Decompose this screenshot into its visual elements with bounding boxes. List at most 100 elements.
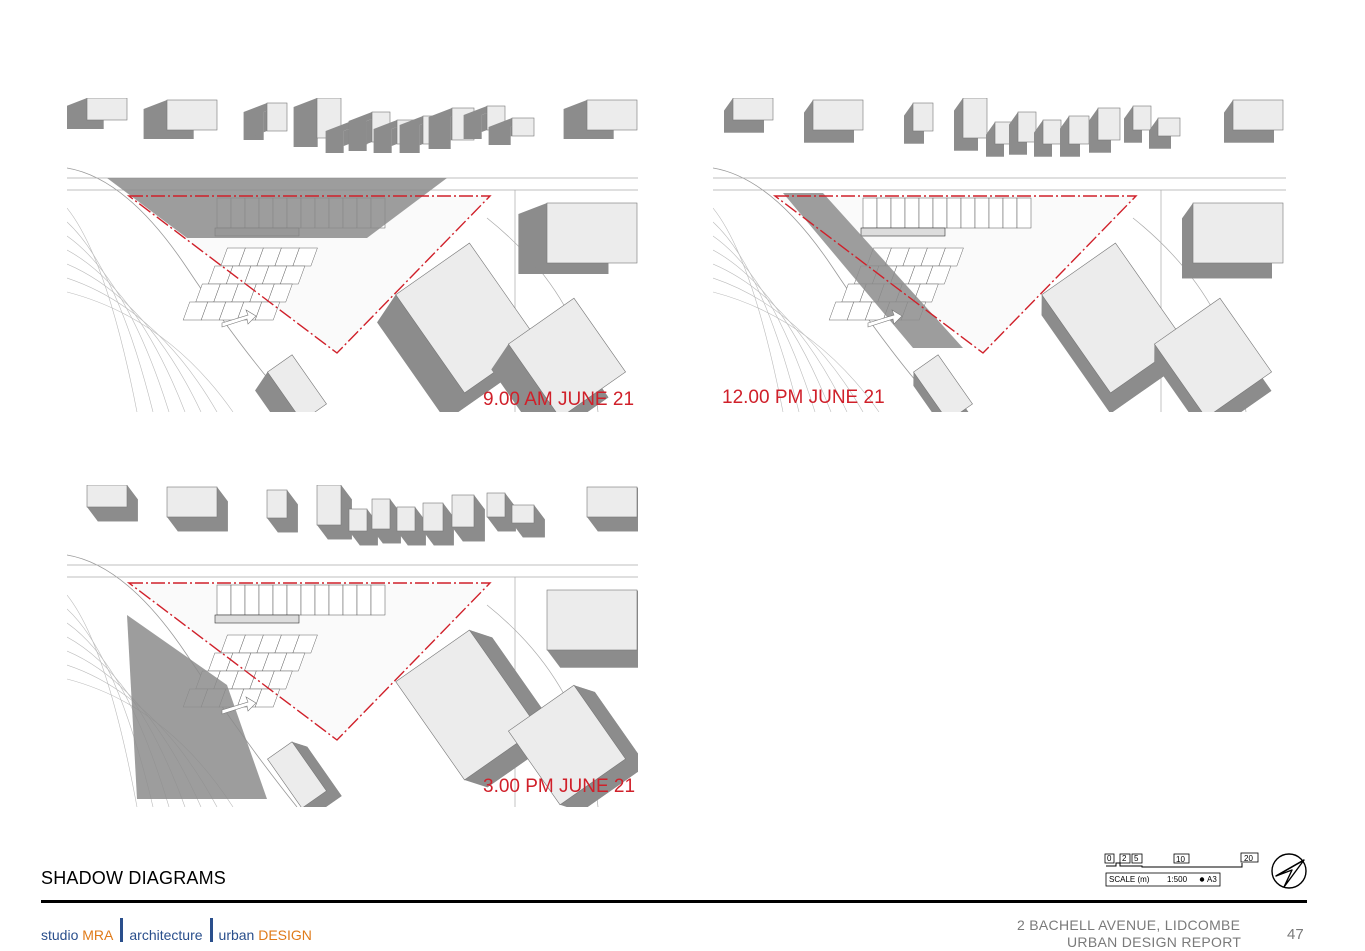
- townhouse-unit: [244, 584, 260, 616]
- project-address: 2 BACHELL AVENUE, LIDCOMBE URBAN DESIGN …: [1017, 917, 1241, 951]
- building-shadow: [397, 507, 426, 546]
- townhouse-unit: [230, 584, 246, 616]
- direction-arrow-icon: [221, 309, 257, 328]
- building-footprint: [586, 486, 638, 518]
- townhouse-unit: [974, 197, 990, 229]
- building-footprint: [422, 502, 444, 532]
- rail-track-line: [67, 221, 154, 412]
- rail-track-line: [713, 207, 784, 412]
- building-shadow: [167, 487, 228, 532]
- road-line: [713, 167, 944, 412]
- townhouse-unit: [904, 197, 920, 229]
- building-footprint: [1097, 107, 1121, 141]
- scale-label: SCALE (m): [1109, 875, 1150, 884]
- warehouse-group: [267, 741, 342, 807]
- building-shadow: [1124, 106, 1151, 143]
- building-footprint: [395, 629, 539, 781]
- scale-tick-2: 2: [1122, 854, 1127, 863]
- townhouse-unit: [876, 197, 892, 229]
- building-footprint: [267, 741, 327, 807]
- rail-track-line: [713, 235, 816, 412]
- building-footprint: [266, 489, 288, 519]
- scale-tick-10: 10: [1176, 855, 1185, 864]
- scale-tick-0: 0: [1107, 854, 1112, 863]
- rail-track-line: [67, 594, 138, 807]
- townhouse-unit: [932, 197, 948, 229]
- warehouse-group: [508, 684, 638, 807]
- building-shadow: [423, 503, 454, 546]
- site-plan-map: [67, 98, 638, 412]
- building-footprint: [1017, 111, 1037, 143]
- building-footprint: [546, 589, 638, 651]
- building-shadow: [267, 490, 298, 533]
- building-shadow: [512, 505, 545, 538]
- site-boundary: [126, 195, 492, 354]
- building-footprint: [912, 102, 934, 132]
- brand-studio: studio: [41, 927, 79, 943]
- brand-design: DESIGN: [258, 927, 312, 943]
- page-number: 47: [1287, 926, 1304, 943]
- townhouse-unit: [300, 584, 316, 616]
- building-footprint: [1132, 105, 1152, 131]
- building-footprint: [962, 98, 988, 139]
- rail-track-line: [713, 249, 832, 412]
- building-shadow: [452, 495, 485, 542]
- building-footprint: [511, 117, 535, 137]
- building-shadow: [373, 120, 415, 153]
- building-footprint: [1192, 202, 1284, 264]
- studio-mra-logo: studio MRA architecture urban DESIGN: [41, 918, 312, 943]
- driveway: [860, 227, 946, 237]
- brand-divider: [120, 918, 124, 942]
- brand-architecture: architecture: [129, 927, 203, 943]
- panel-time-label-9am: 9.00 AM JUNE 21: [483, 389, 635, 410]
- panel-time-label-3pm: 3.00 PM JUNE 21: [483, 776, 636, 797]
- building-footprint: [511, 504, 535, 524]
- building-footprint: [371, 498, 391, 530]
- building-shadow: [1224, 100, 1283, 143]
- building-footprint: [1157, 117, 1181, 137]
- townhouse-unit: [890, 197, 906, 229]
- address-line-2: URBAN DESIGN REPORT: [1067, 934, 1242, 950]
- rail-track-line: [713, 277, 864, 412]
- building-shadow: [560, 685, 638, 807]
- building-footprint: [396, 506, 416, 532]
- rail-track-line: [67, 235, 170, 412]
- building-footprint: [166, 99, 218, 131]
- brand-divider: [209, 918, 213, 942]
- shadow-diagram-9am: [67, 98, 638, 412]
- building-footprint: [1232, 99, 1284, 131]
- site-boundary: [772, 195, 1138, 354]
- building-shadow: [348, 112, 390, 151]
- shadow-diagram-12pm: [713, 98, 1286, 412]
- rail-track-line: [67, 249, 186, 412]
- building-footprint: [508, 684, 626, 806]
- rail-track-line: [713, 263, 848, 412]
- building-shadow: [463, 106, 505, 139]
- building-shadow: [87, 485, 138, 522]
- brand-urban: urban: [218, 927, 255, 943]
- townhouse-unit: [1016, 197, 1032, 229]
- building-footprint: [86, 98, 128, 121]
- building-shadow: [317, 485, 352, 540]
- scale-ratio: 1:500: [1167, 875, 1188, 884]
- building-footprint: [913, 354, 973, 412]
- townhouse-unit: [342, 584, 358, 616]
- building-shadow: [488, 118, 534, 145]
- address-line-1: 2 BACHELL AVENUE, LIDCOMBE: [1017, 917, 1241, 933]
- townhouse-unit: [258, 584, 274, 616]
- building-shadow: [547, 590, 638, 668]
- building-shadow: [243, 103, 287, 140]
- townhouse-unit: [862, 197, 878, 229]
- building-footprint: [508, 297, 626, 412]
- building-shadow: [292, 741, 342, 807]
- townhouse-unit: [314, 584, 330, 616]
- building-shadow: [372, 499, 401, 544]
- building-footprint: [166, 486, 218, 518]
- building-footprint: [316, 485, 342, 526]
- townhouse-unit: [356, 584, 372, 616]
- building-footprint: [267, 354, 327, 412]
- building-shadow: [349, 509, 378, 546]
- north-arrow-icon: [1271, 853, 1307, 889]
- townhouse-unit: [328, 584, 344, 616]
- rail-track-line: [713, 221, 800, 412]
